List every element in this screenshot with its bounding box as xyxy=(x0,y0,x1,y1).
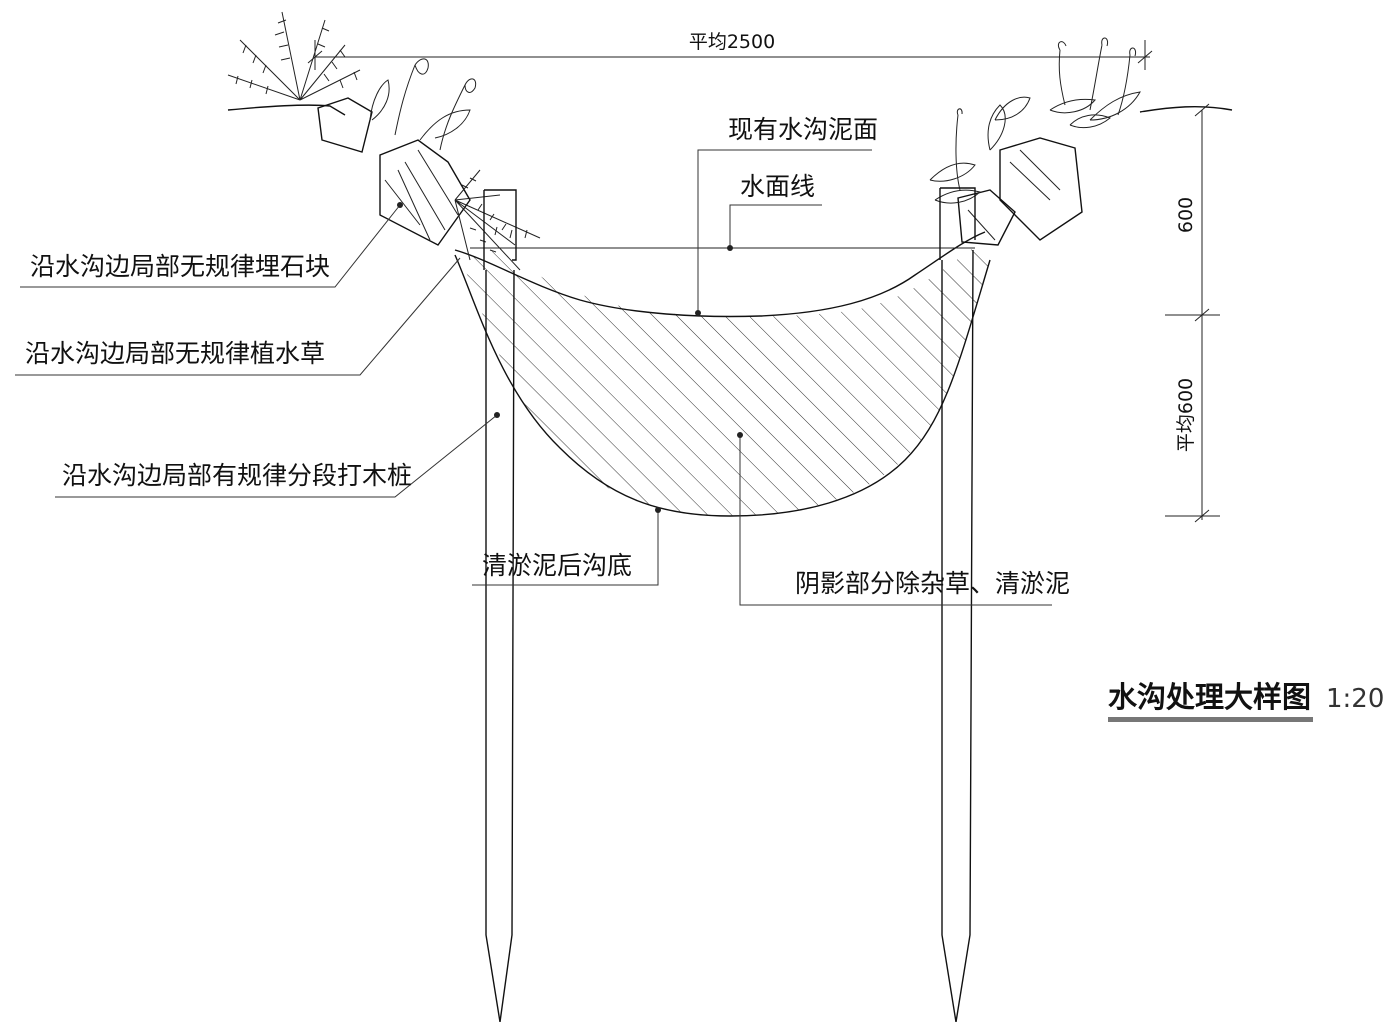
drawing-scale: 1:20 xyxy=(1326,684,1384,714)
drawing-title-block: 水沟处理大样图 1:20 xyxy=(1108,680,1384,722)
label-dredged-bottom: 清淤泥后沟底 xyxy=(482,551,632,580)
label-water-line: 水面线 xyxy=(740,172,815,201)
right-wood-pile xyxy=(939,187,976,1022)
drawing-title: 水沟处理大样图 xyxy=(1108,680,1311,714)
hatched-removal-area xyxy=(460,240,990,516)
ground-line xyxy=(227,104,1233,116)
leader-water-line: 水面线 xyxy=(727,172,822,251)
right-bank-plants xyxy=(929,37,1141,204)
label-stones: 沿水沟边局部无规律埋石块 xyxy=(30,252,330,281)
label-aquatic-plants: 沿水沟边局部无规律植水草 xyxy=(25,339,325,368)
lower-depth-label: 平均600 xyxy=(1175,378,1197,452)
left-bank-stones xyxy=(317,97,471,246)
leader-aquatic-plants: 沿水沟边局部无规律植水草 xyxy=(15,257,461,376)
upper-depth-label: 600 xyxy=(1175,197,1197,233)
leader-hatched-area: 阴影部分除杂草、清淤泥 xyxy=(737,432,1070,606)
dredged-bottom-line xyxy=(454,254,991,517)
right-bank-stones xyxy=(957,137,1083,246)
label-existing-mud-surface: 现有水沟泥面 xyxy=(728,115,878,144)
left-bank-plants xyxy=(227,11,541,271)
title-underline xyxy=(1108,717,1313,722)
leader-dredged-bottom: 清淤泥后沟底 xyxy=(472,507,661,586)
leader-existing-mud-surface: 现有水沟泥面 xyxy=(695,115,878,316)
depth-dimension: 600 平均600 xyxy=(1165,103,1220,523)
leader-wood-piles: 沿水沟边局部有规律分段打木桩 xyxy=(55,412,500,498)
width-dimension-label: 平均2500 xyxy=(689,31,775,53)
width-dimension: 平均2500 xyxy=(307,31,1153,70)
label-wood-piles: 沿水沟边局部有规律分段打木桩 xyxy=(62,461,412,490)
existing-mud-surface-line xyxy=(454,231,986,318)
leader-stones: 沿水沟边局部无规律埋石块 xyxy=(20,202,403,288)
left-wood-pile xyxy=(483,189,517,1022)
label-hatched-area: 阴影部分除杂草、清淤泥 xyxy=(795,569,1070,598)
